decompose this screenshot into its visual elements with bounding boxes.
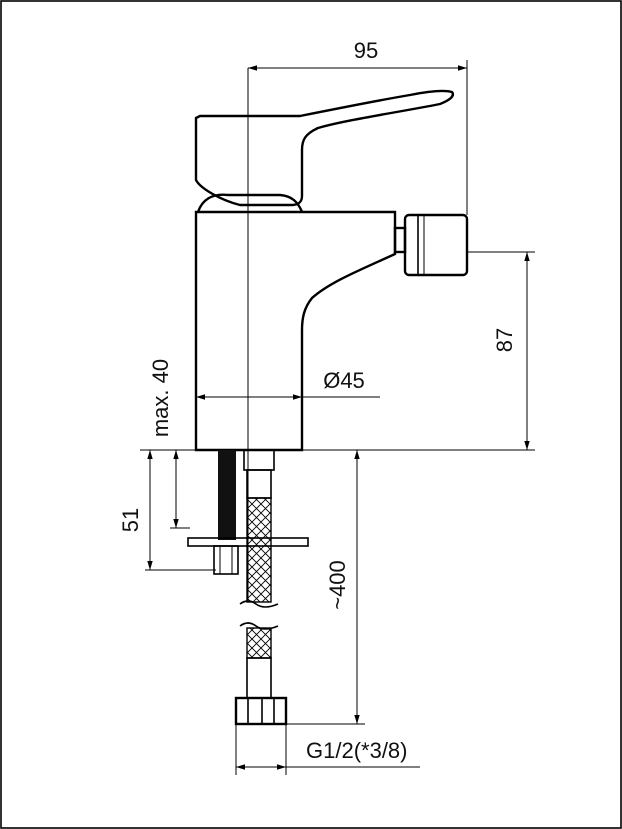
dim-diameter: Ø45 [196, 368, 380, 400]
dim-hose-length-label: ~400 [325, 560, 350, 610]
lever-collar [196, 193, 304, 213]
dim-shank: 51 [118, 450, 216, 571]
dim-thread: G1/2(*3/8) [235, 724, 420, 775]
dim-max-deck: max. 40 [148, 359, 190, 529]
dim-outlet-height-label: 87 [492, 328, 517, 352]
hose-crimp-top [246, 469, 272, 499]
hose-crimp-bottom [246, 657, 272, 699]
dim-width: 95 [248, 38, 468, 215]
dim-max-deck-label: max. 40 [148, 359, 173, 437]
aerator [403, 213, 469, 277]
hose-break-top [239, 600, 279, 608]
threaded-stud [218, 450, 236, 540]
aerator-ring [393, 226, 407, 254]
dim-thread-label: G1/2(*3/8) [306, 738, 408, 763]
dim-hose-length: ~400 [286, 450, 365, 725]
lever-handle [194, 89, 454, 207]
dim-shank-label: 51 [118, 508, 143, 532]
hose-braid-upper [246, 497, 272, 603]
hose-hex-nut [234, 696, 288, 726]
mounting-nut [213, 545, 239, 575]
dim-diameter-label: Ø45 [323, 368, 365, 393]
hose-braid-lower [246, 627, 272, 659]
main-body [194, 210, 397, 452]
dim-outlet-height: 87 [302, 251, 535, 451]
faucet-body [194, 89, 469, 452]
mounting-assembly [187, 450, 309, 575]
flex-hose [234, 449, 288, 726]
dim-width-label: 95 [354, 38, 378, 63]
